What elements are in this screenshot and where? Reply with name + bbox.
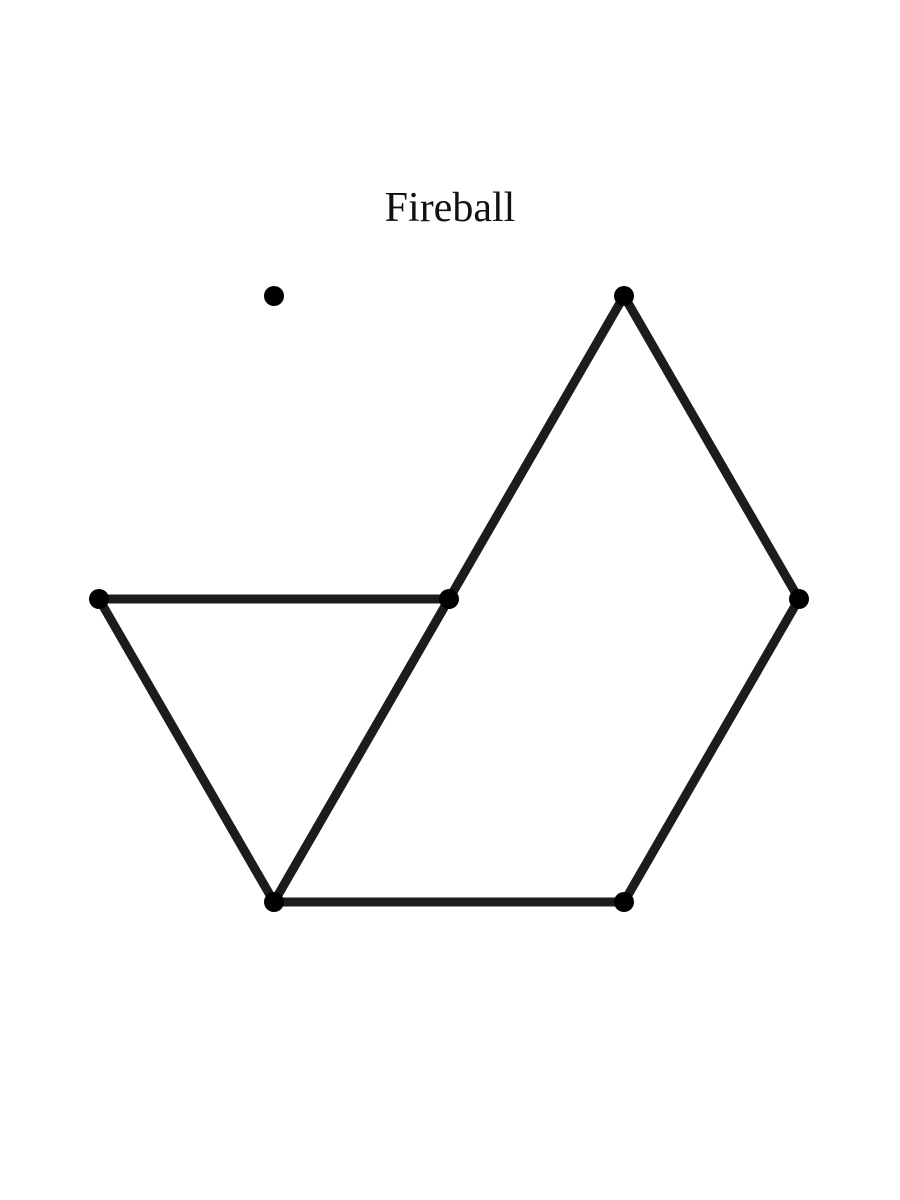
vertex-v1 — [614, 286, 634, 306]
vertex-v5 — [614, 892, 634, 912]
edge-v3-v1 — [444, 291, 629, 604]
graph-vertices — [89, 286, 809, 912]
edge-v2-v4 — [94, 594, 279, 907]
edge-v1-v6 — [619, 291, 804, 604]
vertex-v2 — [89, 589, 109, 609]
edge-v6-v5 — [619, 594, 804, 907]
vertex-v0 — [264, 286, 284, 306]
diagram-title: Fireball — [384, 185, 516, 231]
vertex-v3 — [439, 589, 459, 609]
vertex-v6 — [789, 589, 809, 609]
edge-v3-v4 — [269, 594, 454, 907]
vertex-v4 — [264, 892, 284, 912]
graph-edges — [94, 291, 804, 907]
